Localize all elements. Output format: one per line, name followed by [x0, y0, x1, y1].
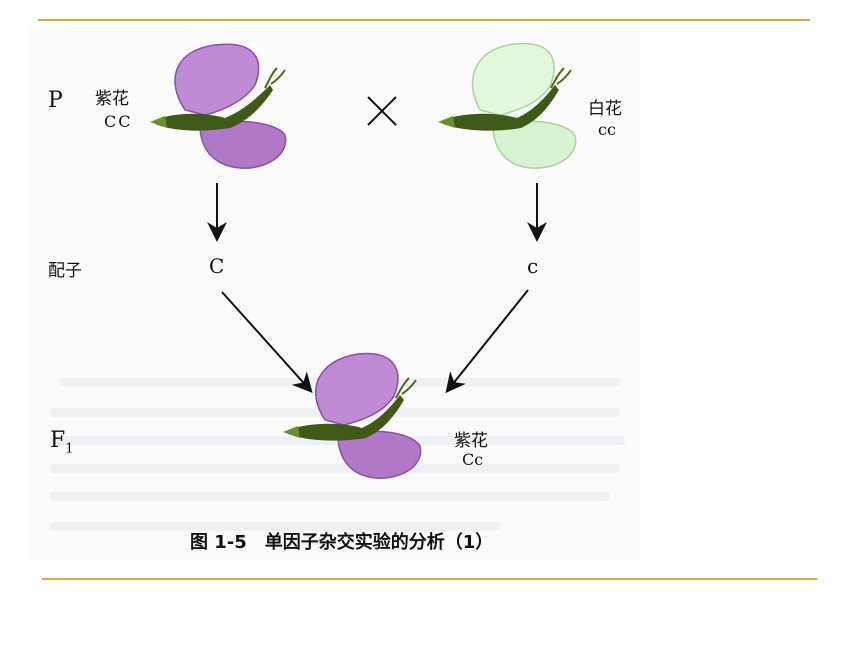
left-parent-phenotype: 紫花 [95, 89, 129, 109]
white-flower-icon [438, 42, 577, 169]
figure-background [30, 28, 640, 560]
parent-generation-label: P [48, 88, 63, 113]
figure-caption: 图 1-5 单因子杂交实验的分析（1） [190, 532, 494, 553]
gamete-row-label: 配子 [48, 261, 82, 281]
offspring-flower-icon [283, 352, 422, 479]
arrow-left-gamete-to-f1 [221, 291, 313, 393]
arrow-right-gamete-to-f1 [445, 289, 529, 394]
offspring-genotype: Cc [462, 450, 484, 469]
cross-symbol-icon [367, 96, 397, 126]
right-parent-phenotype: 白花 [588, 99, 622, 119]
top-divider [38, 19, 810, 21]
faded-text-line [50, 522, 500, 531]
bottom-divider [42, 578, 817, 580]
right-gamete: c [527, 254, 539, 278]
left-parent-genotype: CC [104, 112, 133, 131]
right-parent-genotype: cc [598, 120, 616, 139]
faded-text-line [50, 492, 610, 501]
f1-generation-label: F1 [50, 428, 74, 457]
faded-text-line [50, 464, 620, 473]
left-gamete: C [209, 254, 225, 278]
purple-flower-icon [150, 43, 287, 169]
offspring-phenotype: 紫花 [454, 431, 488, 451]
